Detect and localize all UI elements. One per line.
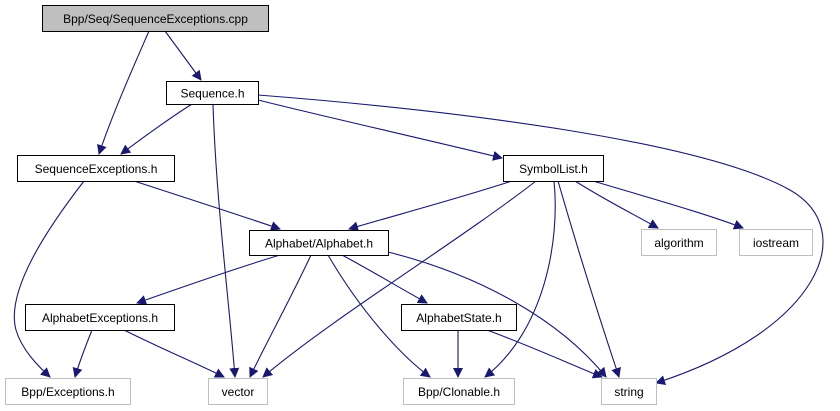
node-alphastate[interactable]: AlphabetState.h [401, 304, 517, 331]
edge-seqexc-to-bppexc [13, 180, 85, 378]
edge-alphabet-to-clonable [327, 254, 431, 378]
node-alphaexc[interactable]: AlphabetExceptions.h [25, 304, 175, 331]
node-box [25, 304, 175, 331]
node-box [403, 378, 515, 405]
node-label: Bpp/Clonable.h [418, 385, 500, 399]
node-box [401, 304, 517, 331]
node-label: Alphabet/Alphabet.h [265, 237, 373, 251]
edge-alphabet-to-alphastate [341, 254, 428, 304]
node-seqexc[interactable]: SequenceExceptions.h [17, 155, 175, 182]
edge-alphaexc-to-bppexc [72, 329, 93, 378]
node-alphabet[interactable]: Alphabet/Alphabet.h [249, 230, 389, 256]
node-box [166, 81, 259, 105]
node-algorithm: algorithm [641, 229, 717, 256]
node-clonable: Bpp/Clonable.h [403, 378, 515, 405]
node-label: SequenceExceptions.h [35, 162, 158, 176]
edge-seqexc-to-alphabet [133, 180, 281, 231]
edge-symbollist-to-iostream [592, 180, 744, 230]
node-bppexc: Bpp/Exceptions.h [5, 378, 131, 405]
node-box [739, 229, 813, 256]
node-box [601, 378, 657, 405]
edge-symbollist-to-vector [262, 180, 537, 378]
edge-symbollist-to-alphabet [348, 180, 513, 232]
node-box [208, 378, 268, 405]
node-label: string [614, 385, 643, 399]
node-label: iostream [753, 236, 799, 250]
edge-root-to-sequence [164, 30, 202, 81]
node-box [641, 229, 717, 256]
edge-sequence-to-seqexc [120, 103, 193, 155]
node-sequence[interactable]: Sequence.h [166, 81, 259, 105]
node-label: vector [222, 385, 255, 399]
node-label: Bpp/Seq/SequenceExceptions.cpp [63, 12, 248, 26]
node-label: Sequence.h [180, 87, 244, 101]
node-box [249, 230, 389, 256]
edge-alphaexc-to-vector [123, 329, 225, 378]
edge-alphastate-to-string [486, 329, 603, 379]
node-root: Bpp/Seq/SequenceExceptions.cpp [42, 5, 269, 32]
node-label: AlphabetState.h [416, 311, 501, 325]
node-symbollist[interactable]: SymbolList.h [503, 155, 604, 182]
edge-sequence-to-vector [212, 103, 240, 378]
node-iostream: iostream [739, 229, 813, 256]
node-string: string [601, 378, 657, 405]
node-box [5, 378, 131, 405]
node-label: algorithm [654, 236, 703, 250]
edge-alphabet-to-vector [249, 254, 312, 378]
edge-alphabet-to-alphaexc [136, 254, 281, 305]
node-box [42, 5, 269, 32]
edge-root-to-seqexc [97, 30, 150, 155]
node-label: Bpp/Exceptions.h [21, 385, 114, 399]
edge-sequence-to-string [257, 94, 824, 385]
node-box [503, 155, 604, 182]
node-label: AlphabetExceptions.h [42, 311, 158, 325]
edge-symbollist-to-clonable [484, 180, 556, 378]
edge-alphabet-to-string [387, 251, 607, 378]
edge-sequence-to-symbollist [257, 99, 503, 161]
nodes-layer: Bpp/Seq/SequenceExceptions.cppSequence.h… [5, 5, 813, 405]
node-vector: vector [208, 378, 268, 405]
edge-symbollist-to-string [557, 180, 621, 378]
edges-layer [13, 30, 824, 385]
edge-symbollist-to-algorithm [574, 180, 659, 229]
node-label: SymbolList.h [519, 162, 588, 176]
node-box [17, 155, 175, 182]
